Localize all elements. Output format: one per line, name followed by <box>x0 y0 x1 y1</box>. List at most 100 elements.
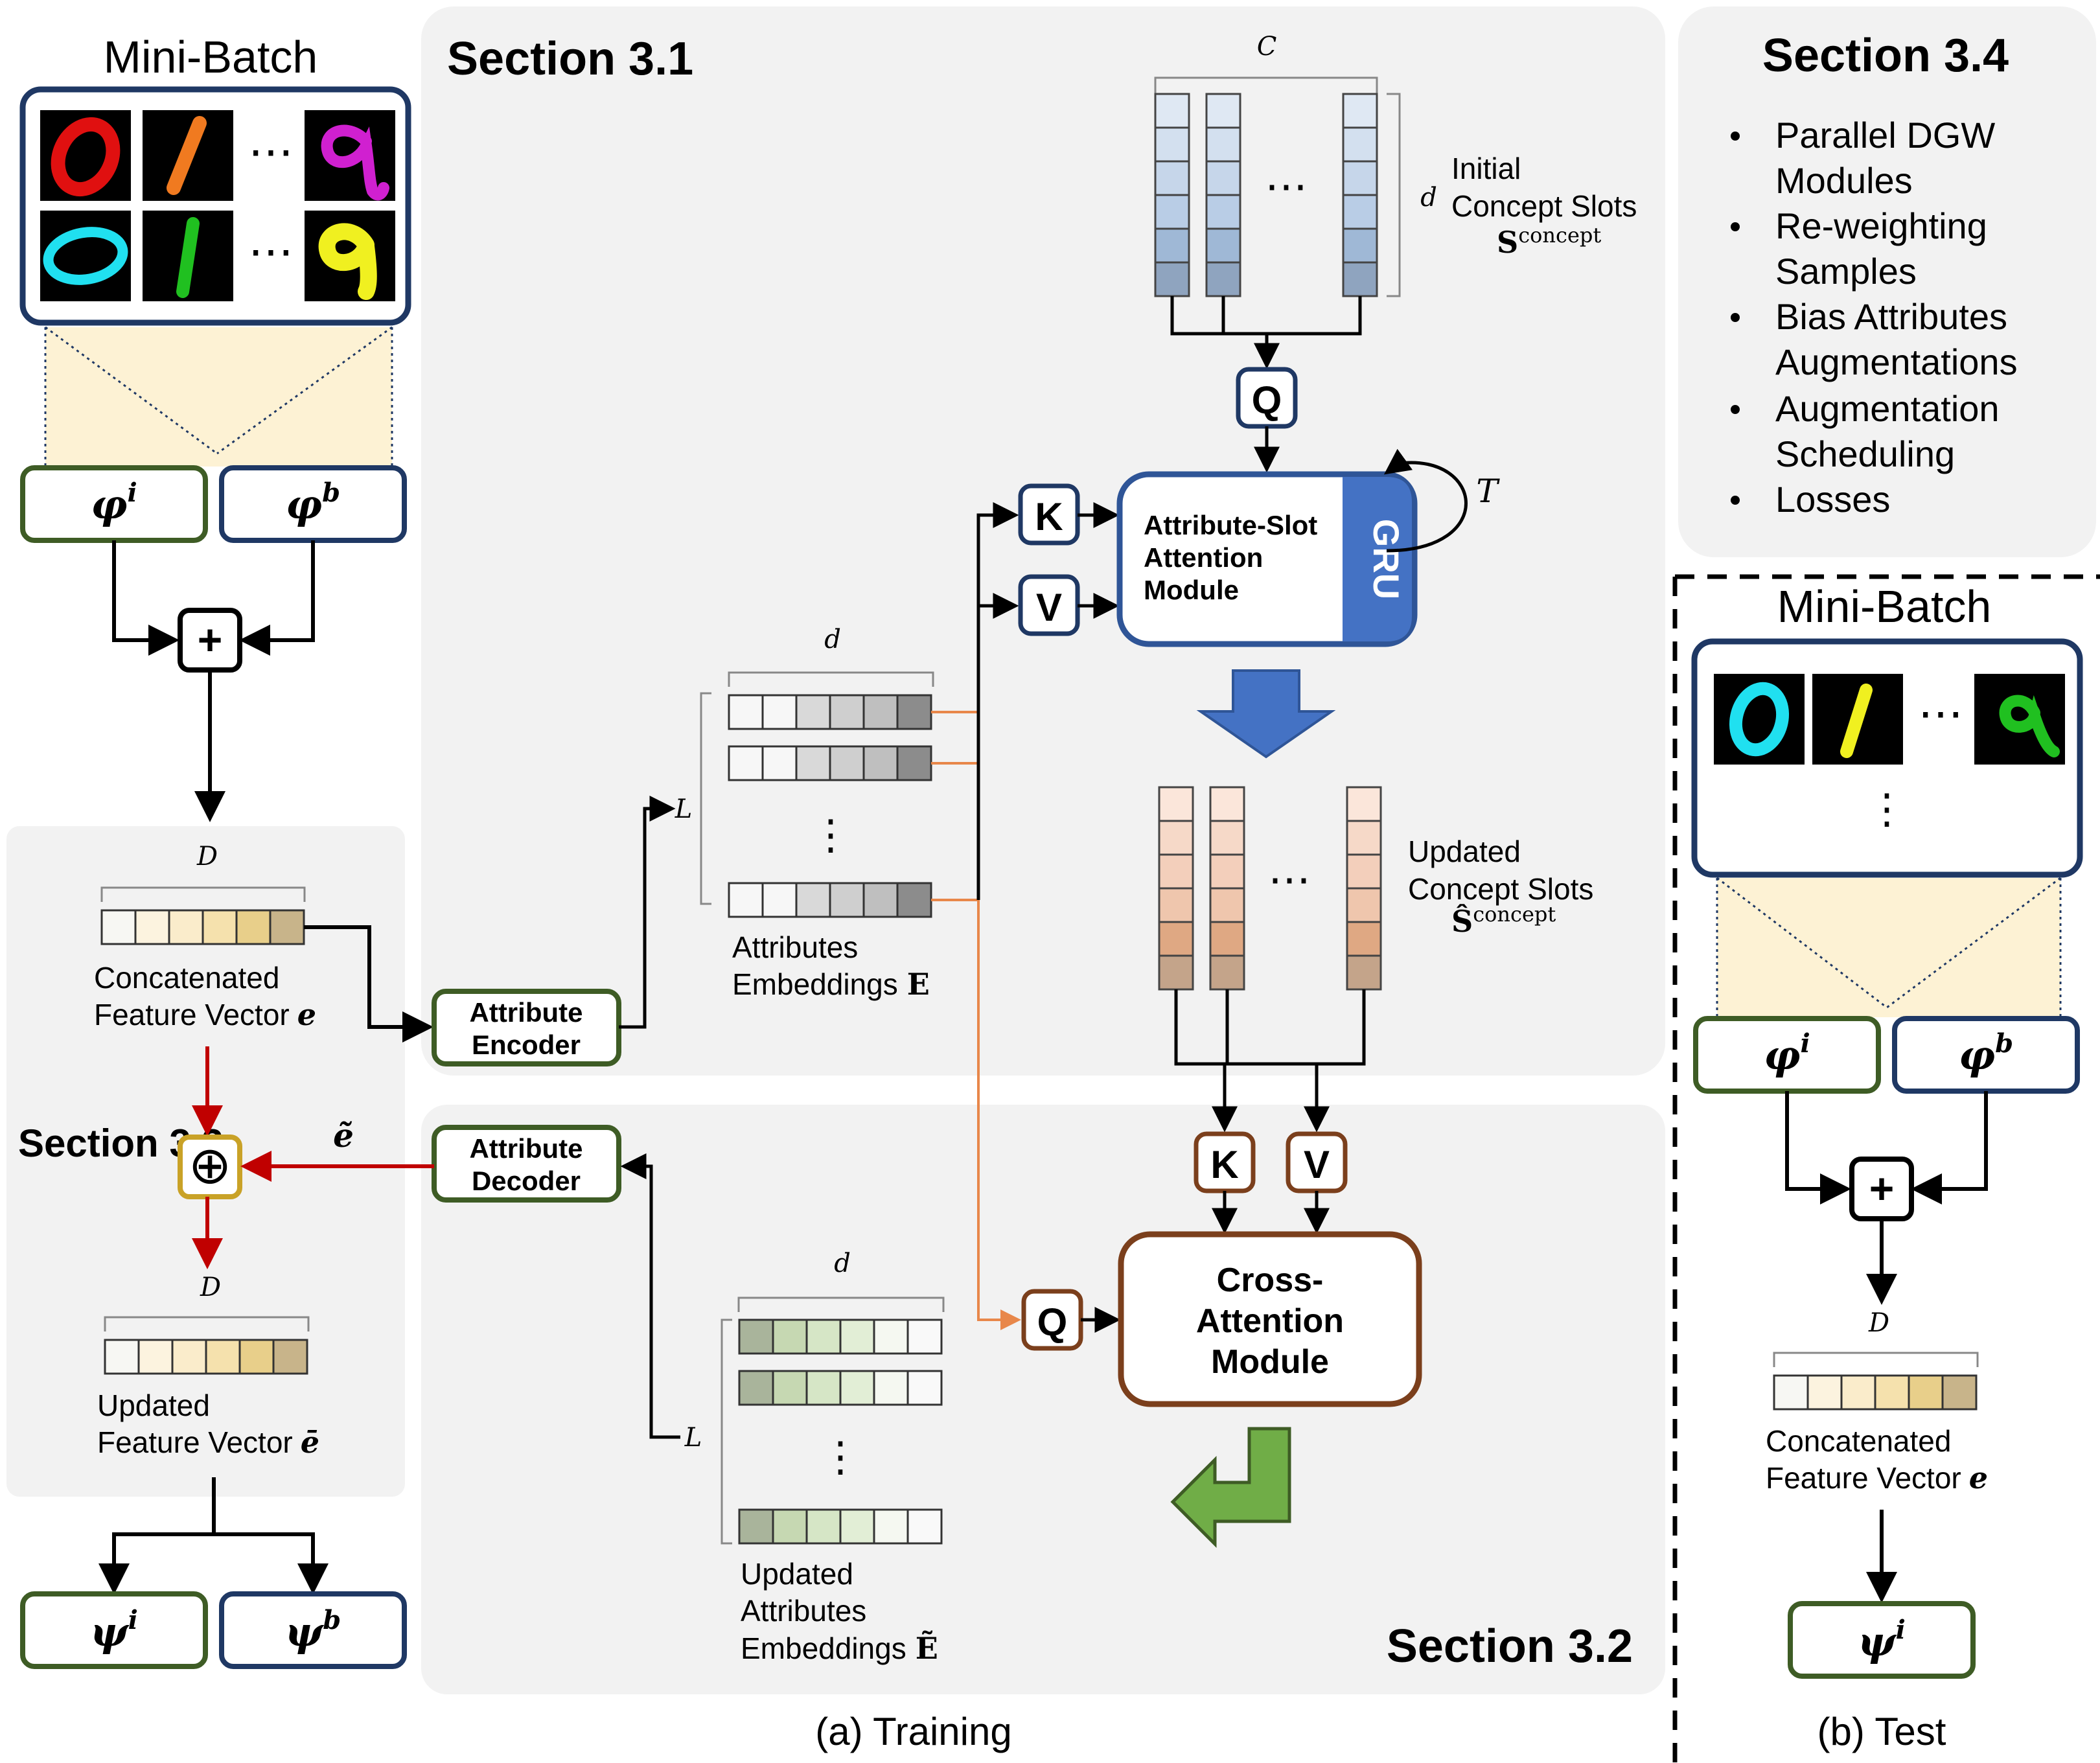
slot-cell <box>1209 954 1245 991</box>
vector-cell <box>1874 1374 1910 1411</box>
vector-cell <box>171 1339 207 1375</box>
initial-concept-slots <box>1154 93 1378 297</box>
matrix-cell <box>896 745 932 781</box>
recurrence-loop <box>1383 448 1468 553</box>
digit-zero-red <box>51 117 121 197</box>
bullet-text: Augmentations <box>1775 341 2018 382</box>
slot-cell <box>1154 194 1190 230</box>
phi-b-label: φb <box>1959 1028 2013 1079</box>
slot-column <box>1342 93 1378 297</box>
vertical-ellipsis: ⋮ <box>820 1433 861 1480</box>
attribute-decoder-box <box>432 1125 621 1203</box>
embedding-row <box>738 1508 943 1545</box>
down-arrow-blue <box>1196 669 1336 759</box>
matrix-cell <box>829 745 865 781</box>
arrow-embeddings-to-k <box>976 502 1019 900</box>
matrix-cell <box>795 882 831 918</box>
s-hat-concept-label: Ŝconcept <box>1451 902 1556 939</box>
matrix-cell <box>795 694 831 730</box>
bullet-text: Re-weighting <box>1775 205 1987 246</box>
updated-feat-label: Updated <box>97 1389 210 1422</box>
matrix-cell <box>728 882 764 918</box>
slot-column <box>1158 786 1194 991</box>
vector-cell <box>168 909 204 945</box>
e-tilde-label: ẽ <box>333 1116 354 1155</box>
matrix-cell <box>805 1370 842 1406</box>
arrow-phi-b-to-plus <box>1911 1091 1988 1204</box>
matrix-cell <box>728 694 764 730</box>
slot-cell <box>1209 853 1245 890</box>
brace-C <box>1154 76 1378 94</box>
updated-attribute-embeddings-matrix <box>738 1319 943 1545</box>
digit-one-yellow <box>1840 684 1873 758</box>
feature-extractor-region-test <box>1717 878 2060 1017</box>
updated-concept-slots <box>1158 786 1382 991</box>
dim-L-label: L <box>675 794 693 824</box>
arrow-embeddings-to-q <box>977 712 1021 1330</box>
slot-cell <box>1209 820 1245 856</box>
arrow-to-psi-i <box>98 1532 214 1595</box>
embedding-row <box>738 1370 943 1406</box>
k-label: K <box>1035 495 1063 538</box>
feature-extractor-region <box>45 327 392 467</box>
iterations-T-label: T <box>1476 472 1500 510</box>
updated-attr-label: Updated <box>741 1557 853 1591</box>
slot-cell <box>1342 93 1378 129</box>
brace-D <box>1773 1352 1979 1367</box>
matrix-cell <box>829 694 865 730</box>
updated-feature-vector <box>104 1339 308 1375</box>
vector-cell <box>1908 1374 1944 1411</box>
k-label: K <box>1210 1143 1238 1186</box>
psi-i-label: ψi <box>1858 1615 1906 1665</box>
vector-cell <box>272 1339 308 1375</box>
q-label: Q <box>1252 378 1282 422</box>
bullet-dot <box>1731 132 1740 141</box>
ellipsis: ⋯ <box>248 226 294 277</box>
bullet-dot <box>1731 222 1740 231</box>
matrix-cell <box>738 1370 774 1406</box>
matrix-cell <box>805 1508 842 1545</box>
arrow-phi-b-to-plus <box>239 540 315 656</box>
slot-cell <box>1154 93 1190 129</box>
slot-column <box>1346 786 1382 991</box>
brace-D <box>100 886 306 902</box>
slot-cell <box>1342 227 1378 264</box>
slot-cell <box>1154 160 1190 196</box>
concat-feature-vector <box>100 909 305 945</box>
vector-cell <box>238 1339 275 1375</box>
gru-block <box>1343 477 1412 641</box>
slot-column <box>1154 93 1190 297</box>
vector-cell <box>269 909 305 945</box>
slots-merge-line <box>1174 989 1366 1066</box>
arrow-e-to-encoder <box>304 925 433 1043</box>
brace-d-slots <box>1387 93 1401 297</box>
matrix-cell <box>805 1319 842 1355</box>
updated-attr-label-2: Attributes <box>741 1594 866 1628</box>
slot-cell <box>1158 954 1194 991</box>
vector-cell <box>134 909 170 945</box>
concat-label-test: Concatenated <box>1766 1424 1951 1458</box>
q-label: Q <box>1037 1300 1068 1344</box>
matrix-cell <box>772 1370 808 1406</box>
bullet-text: Scheduling <box>1775 433 1955 474</box>
bullet-text: Augmentation <box>1775 388 2000 429</box>
vector-cell <box>1806 1374 1843 1411</box>
slot-cell <box>1346 786 1382 822</box>
vertical-ellipsis: ⋮ <box>810 811 851 858</box>
matrix-cell <box>839 1319 875 1355</box>
slot-cell <box>1205 93 1241 129</box>
bullet-dot <box>1731 313 1740 322</box>
bullet-text: Samples <box>1775 251 1917 292</box>
matrix-cell <box>896 882 932 918</box>
slot-cell <box>1346 887 1382 923</box>
brace-L <box>721 1319 732 1545</box>
slot-cell <box>1158 820 1194 856</box>
arrow-phi-i-to-plus <box>1785 1091 1851 1204</box>
ellipsis: ⋯ <box>1268 855 1311 903</box>
